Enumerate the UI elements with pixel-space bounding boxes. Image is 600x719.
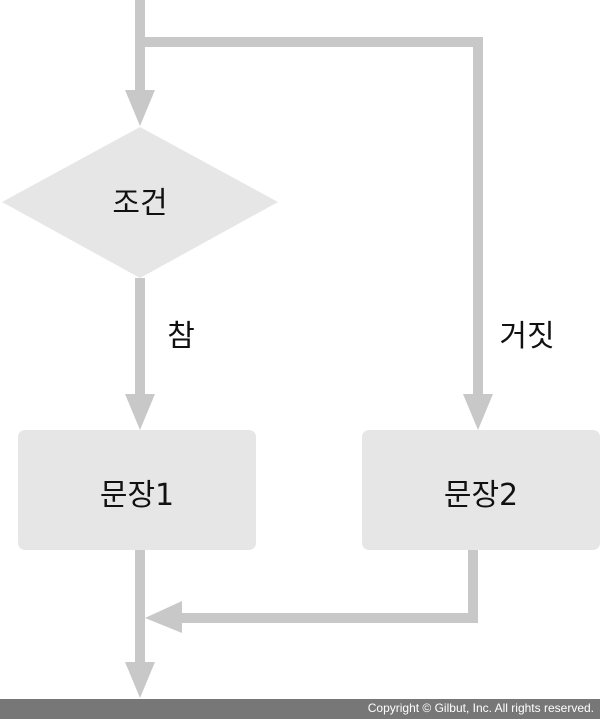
true-edge-label: 참	[167, 319, 195, 354]
condition-diamond	[2, 127, 278, 278]
statement2-box	[362, 430, 600, 550]
merge-line	[170, 550, 478, 623]
loop-back-line	[140, 37, 483, 400]
arrowhead-merge	[145, 601, 182, 633]
footer-bar: Copyright © Gilbut, Inc. All rights rese…	[0, 699, 600, 719]
arrowhead-to-statement1	[125, 394, 155, 430]
copyright-text: Copyright © Gilbut, Inc. All rights rese…	[367, 701, 594, 715]
false-edge-label: 거짓	[499, 319, 555, 354]
statement1-box	[18, 430, 256, 550]
arrowhead-exit	[125, 662, 155, 698]
statement2-label: 문장2	[443, 478, 519, 513]
arrowhead-to-statement2	[463, 394, 493, 430]
condition-label: 조건	[112, 186, 168, 221]
statement1-label: 문장1	[99, 478, 175, 513]
arrowhead-to-condition	[125, 90, 155, 126]
